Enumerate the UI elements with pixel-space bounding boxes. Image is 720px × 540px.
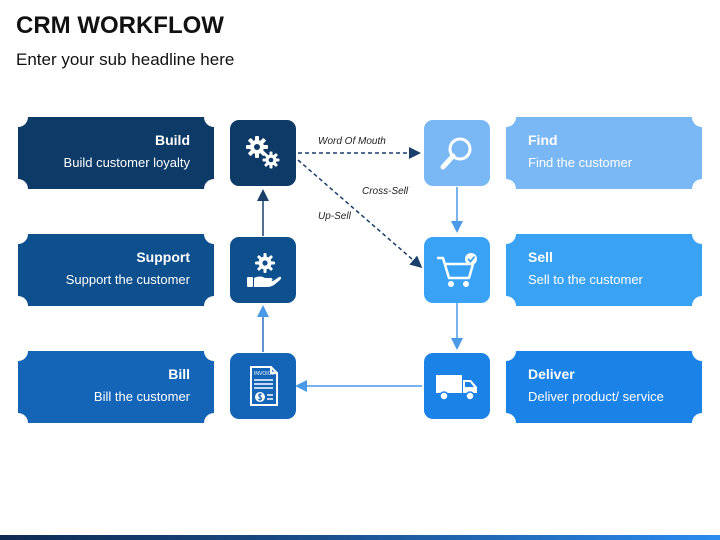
support-title: Support bbox=[136, 249, 190, 265]
bill-icon-box: INVOICE bbox=[230, 353, 296, 419]
build-icon-box bbox=[230, 120, 296, 186]
invoice-label: INVOICE bbox=[254, 371, 275, 377]
sell-card: Sell Sell to the customer bbox=[506, 234, 702, 306]
sell-icon-box bbox=[424, 237, 490, 303]
page-subtitle: Enter your sub headline here bbox=[16, 50, 235, 69]
cross-sell-label: Cross-Sell bbox=[362, 186, 409, 197]
deliver-icon-box bbox=[424, 353, 490, 419]
bill-title: Bill bbox=[168, 366, 190, 382]
sell-text: Sell to the customer bbox=[528, 272, 643, 287]
footer-bar bbox=[0, 535, 720, 540]
build-card: Build Build customer loyalty bbox=[18, 117, 214, 189]
up-sell-label: Up-Sell bbox=[318, 211, 351, 222]
truck-icon bbox=[436, 375, 477, 401]
invoice-icon: INVOICE bbox=[250, 366, 278, 406]
support-text: Support the customer bbox=[65, 272, 190, 287]
find-text: Find the customer bbox=[528, 155, 633, 170]
magnifier-icon bbox=[440, 137, 472, 170]
deliver-text: Deliver product/ service bbox=[528, 389, 664, 404]
cross-up-sell-arrow bbox=[297, 159, 423, 268]
hand-gear-icon bbox=[247, 253, 282, 287]
support-icon-box bbox=[230, 237, 296, 303]
sell-title: Sell bbox=[528, 249, 553, 265]
gears-icon bbox=[246, 136, 280, 169]
build-title: Build bbox=[155, 132, 190, 148]
deliver-card: Deliver Deliver product/ service bbox=[506, 351, 702, 423]
find-title: Find bbox=[528, 132, 558, 148]
build-text: Build customer loyalty bbox=[63, 155, 190, 170]
find-card: Find Find the customer bbox=[506, 117, 702, 189]
deliver-title: Deliver bbox=[528, 366, 575, 382]
support-card: Support Support the customer bbox=[18, 234, 214, 306]
find-icon-box bbox=[424, 120, 490, 186]
cart-icon bbox=[437, 253, 477, 287]
bill-text: Bill the customer bbox=[93, 389, 190, 404]
bill-card: Bill Bill the customer bbox=[18, 351, 214, 423]
page-title: CRM WORKFLOW bbox=[16, 12, 224, 39]
word-of-mouth-label: Word Of Mouth bbox=[318, 136, 386, 147]
